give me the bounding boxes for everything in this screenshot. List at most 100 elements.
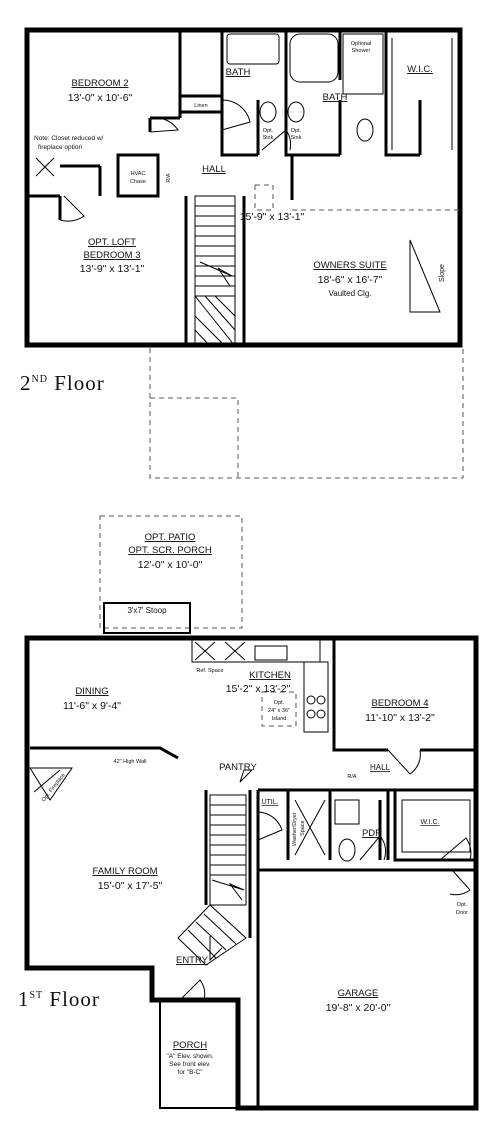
tub-right <box>289 33 339 83</box>
opt-sink-label-3: Opt. <box>291 128 302 134</box>
closet-note-1: Note: Closet reduced w/ <box>34 135 104 142</box>
ra-upper-label: R/A <box>166 173 172 183</box>
opt-sink-label-2: Sink <box>263 135 274 141</box>
hvac-label-2: Chase <box>130 179 146 185</box>
loft-wall <box>25 196 62 220</box>
pdr-label: PDR <box>362 828 382 839</box>
opt-island-outline <box>261 691 297 727</box>
entry-label: Entry <box>176 955 209 966</box>
burner-2 <box>316 695 326 705</box>
kitchen-utility-walls <box>256 788 388 870</box>
util-label: Util. <box>261 799 278 806</box>
bedroom2-dims: 13'-0" x 10'-6" <box>68 92 133 104</box>
first-floor-exterior-wall <box>24 635 479 1111</box>
island-label-3: Island <box>272 716 287 722</box>
shower <box>342 33 384 95</box>
side-counter <box>303 661 329 733</box>
fireplace <box>29 767 73 801</box>
ref-space-marks <box>194 641 246 661</box>
island-label-1: Opt. <box>274 700 285 706</box>
lower-fixtures <box>294 799 471 862</box>
island-label-2: 24" x 36" <box>268 708 290 714</box>
burner-3 <box>306 709 316 719</box>
pdr-toilet <box>338 838 356 862</box>
first-floor-plan: Opt. Patio Opt. Scr. Porch 12'-0" x 10'-… <box>18 515 479 1111</box>
slope-label: Slope <box>439 264 446 282</box>
dining-dims: 11'-6" x 9'-4" <box>63 700 121 712</box>
bedroom2-label: Bedroom 2 <box>71 78 128 89</box>
wic-lower-shelf <box>401 799 471 853</box>
bath-right-label: Bath <box>323 92 348 103</box>
stoop-label: 3'x7' Stoop <box>127 606 167 615</box>
washer-label-1: Washer/Dryer <box>292 812 298 846</box>
second-floor-plan: Bedroom 2 13'-0" x 10'-6" Bath Bath Opti… <box>20 27 464 479</box>
kitchen-dims: 15'-2" x 13'-2" <box>226 683 291 695</box>
sink-left <box>259 101 277 123</box>
opt-sink-label-1: Opt. <box>263 128 274 134</box>
bedroom4-dims: 11'-10" x 13'-2" <box>365 712 435 724</box>
kitchen-counters <box>191 639 329 733</box>
lower-stair <box>177 794 247 966</box>
bath-walls <box>220 30 422 157</box>
porch-walls <box>159 1000 238 1109</box>
owners-suite-note: Vaulted Clg. <box>329 289 372 298</box>
stoop <box>103 602 191 634</box>
first-floor-doors <box>179 749 472 1001</box>
bedroom2-wall <box>27 28 182 150</box>
high-wall-label: 42" High Wall <box>114 759 147 765</box>
loft-dims: 13'-9" x 13'-1" <box>80 263 145 275</box>
optional-shower-label-2: Shower <box>352 48 371 54</box>
garage-label: Garage <box>338 988 379 999</box>
optional-shower-label-1: Optional <box>351 41 372 47</box>
linen-wall <box>180 94 222 114</box>
ref-space-label: Ref. Space <box>196 668 223 674</box>
toilet <box>356 118 374 142</box>
opt-door-label-1: Opt. <box>457 902 468 908</box>
closet-note-2: fireplace option <box>38 144 82 151</box>
tub-left <box>226 33 280 65</box>
garage-wall <box>256 868 476 1108</box>
second-floor-title: 2ND Floor <box>20 371 105 395</box>
garage-dims: 19'-8" x 20'-0" <box>326 1002 391 1014</box>
patio-outline <box>99 515 243 629</box>
second-floor-exterior-wall <box>24 27 463 348</box>
bedroom4-walls <box>332 638 476 862</box>
closet-walls <box>27 153 160 198</box>
linen-label: Linen <box>194 103 207 109</box>
pantry-arrow <box>239 769 254 783</box>
porch-label: Porch <box>173 1040 207 1051</box>
burner-1 <box>306 695 316 705</box>
wic-shelves <box>391 38 453 150</box>
patio-label-2: Opt. Scr. Porch <box>128 545 212 556</box>
loft-label-2: Bedroom 3 <box>83 250 140 261</box>
ra-lower-label: R/A <box>347 774 357 780</box>
kitchen-label: Kitchen <box>249 670 291 681</box>
hvac-label-1: HVAC <box>131 171 146 177</box>
loft-label-1: Opt. Loft <box>88 237 136 248</box>
dining-label: Dining <box>75 686 108 697</box>
hall-lower-label: Hall <box>370 763 391 772</box>
opt-sink-label-4: Sink <box>291 135 302 141</box>
stair-walls <box>184 155 294 345</box>
bath-fixtures <box>226 33 453 150</box>
kitchen-sink <box>254 645 288 661</box>
hall-upper-label: Hall <box>202 164 226 175</box>
patio-dims: 12'-0" x 10'-0" <box>138 559 203 571</box>
dining-kitchen-wall <box>30 746 179 760</box>
patio-label: Opt. Patio <box>145 532 196 543</box>
bedroom4-label: Bedroom 4 <box>371 698 428 709</box>
burner-4 <box>316 709 326 719</box>
wic-upper-label: W.I.C. <box>407 64 433 75</box>
second-floor-doors <box>35 99 292 222</box>
bath-left-label: Bath <box>226 67 251 78</box>
opt-door-label-2: Door <box>456 910 468 916</box>
pdr-sink <box>334 799 360 825</box>
lower-roof-outline <box>149 348 464 479</box>
stair-up <box>194 195 236 347</box>
sink-right <box>287 101 305 123</box>
family-room-label: Family Room <box>92 866 157 877</box>
porch-note-3: for "B-C" <box>177 1069 203 1076</box>
hall-opening <box>254 184 274 211</box>
washer-dryer-marks <box>294 799 326 856</box>
